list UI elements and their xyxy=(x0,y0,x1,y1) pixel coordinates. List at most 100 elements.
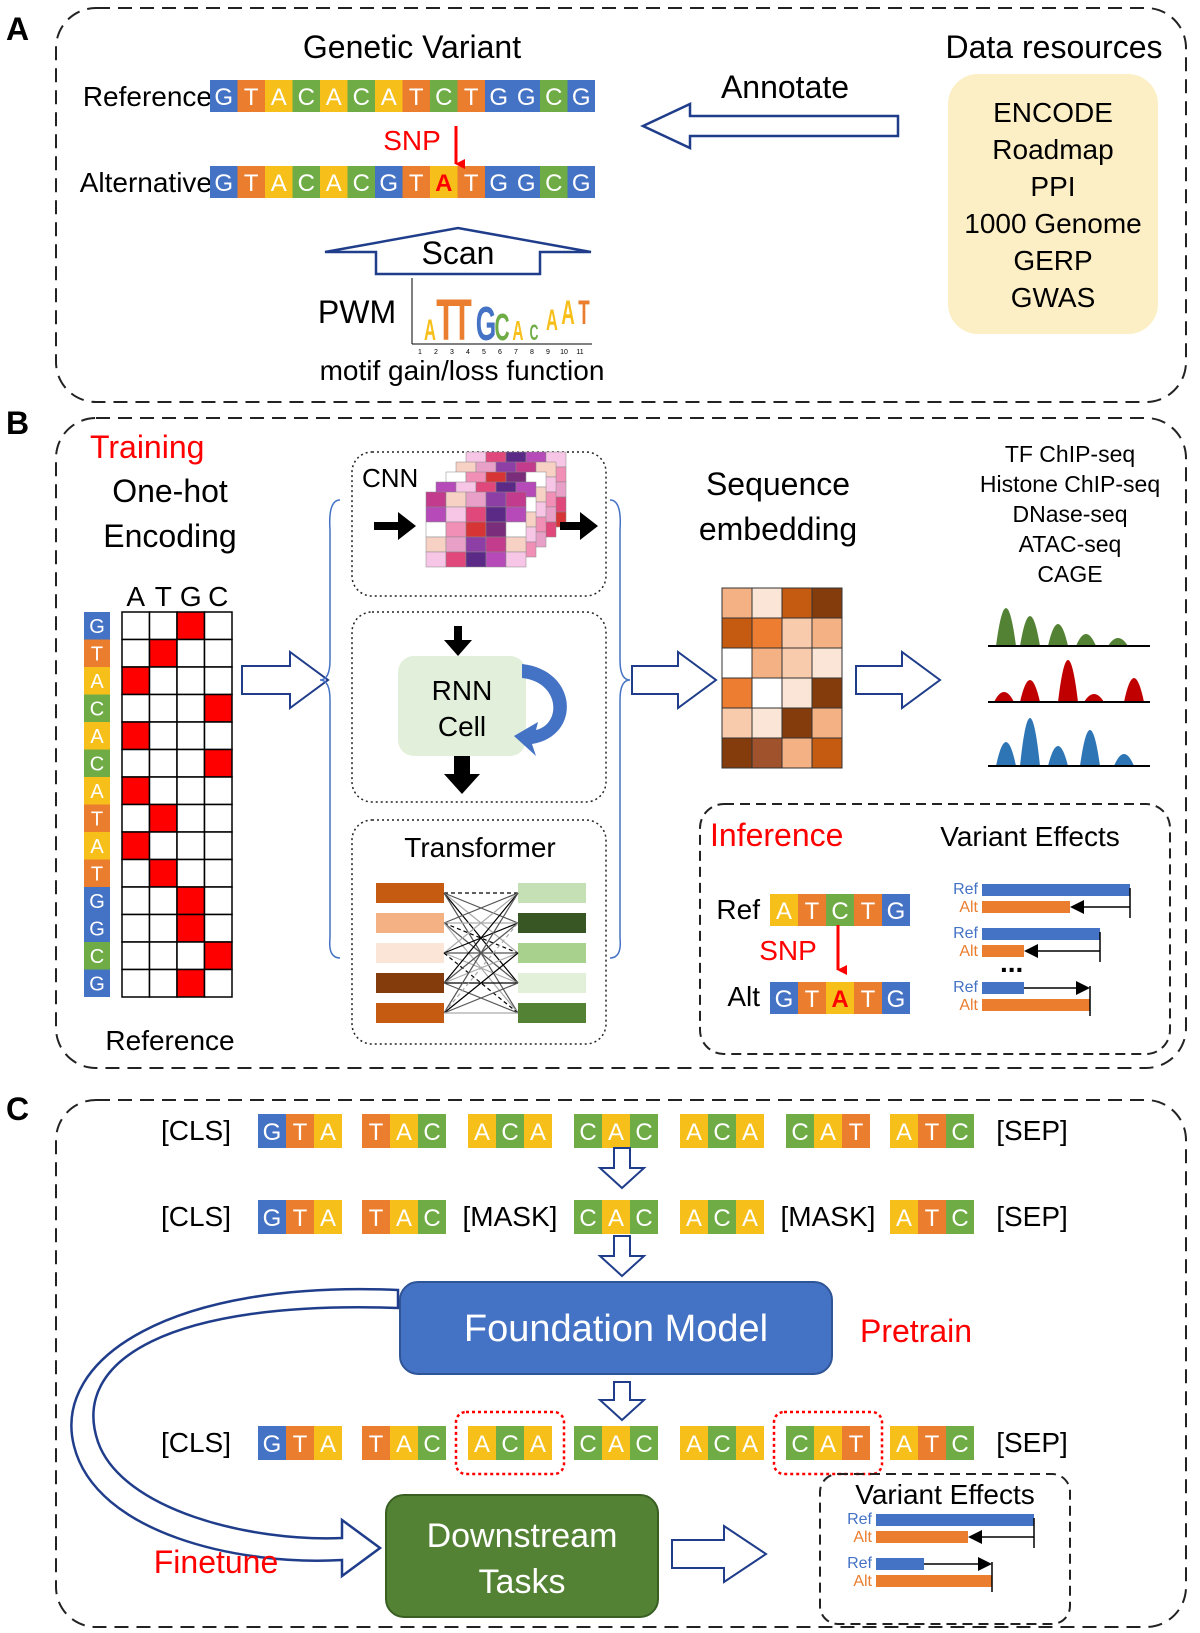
nucleotide-cell xyxy=(237,166,265,198)
onehot-cell xyxy=(121,611,151,641)
kmer-base-letter: G xyxy=(263,1205,282,1232)
sep-token: [SEP] xyxy=(996,1427,1068,1458)
onehot-cell xyxy=(176,611,206,641)
nucleotide-letter: C xyxy=(831,898,848,925)
models-to-embedding-arrow xyxy=(631,650,718,710)
kmer-base-letter: A xyxy=(896,1431,912,1458)
snp-label: SNP xyxy=(383,125,441,156)
cnn-input-arrow xyxy=(374,512,416,540)
onehot-cell xyxy=(148,941,178,971)
pwm-letter: A xyxy=(512,315,523,346)
onehot-cell xyxy=(148,721,178,751)
kmer-base-letter: A xyxy=(820,1119,836,1146)
embedding-cell xyxy=(751,677,783,709)
nucleotide-cell xyxy=(882,894,910,926)
kmer-base-cell xyxy=(362,1114,390,1148)
embedding-cell xyxy=(781,587,813,619)
ref-mini-label: Ref xyxy=(953,979,978,996)
kmer-base-cell xyxy=(314,1426,342,1460)
onehot-base-letter: A xyxy=(90,726,104,748)
onehot-cell xyxy=(121,803,151,833)
predicted-token-highlight xyxy=(772,1410,884,1476)
embedding-cell xyxy=(781,707,813,739)
resource-item: 1000 Genome xyxy=(964,208,1141,239)
nucleotide-letter: G xyxy=(214,170,233,197)
embedding-cell xyxy=(751,587,783,619)
nucleotide-cell xyxy=(854,982,882,1014)
pwm-tick-label: 2 xyxy=(434,349,438,356)
onehot-base-letter: G xyxy=(89,616,105,638)
cnn-cell xyxy=(505,536,527,553)
kmer-base-cell xyxy=(680,1114,708,1148)
nucleotide-letter: T xyxy=(805,898,820,925)
transformer-output-token xyxy=(518,883,586,903)
cnn-cell xyxy=(465,491,487,508)
nucleotide-letter: T xyxy=(244,170,259,197)
embedding-cell xyxy=(751,647,783,679)
nucleotide-letter: A xyxy=(381,84,397,111)
rnn-box xyxy=(351,611,607,803)
embedding-cell xyxy=(781,677,813,709)
onehot-base-letter: G xyxy=(89,974,105,996)
downstream-label-line1: Downstream xyxy=(427,1517,618,1555)
onehot-cell xyxy=(121,748,151,778)
kmer-base-cell xyxy=(814,1114,842,1148)
embedding-cell xyxy=(781,617,813,649)
onehot-base-letter: G xyxy=(89,919,105,941)
kmer-base-letter: T xyxy=(293,1431,308,1458)
resource-item: Roadmap xyxy=(992,134,1113,165)
effect-arrow-head xyxy=(978,1557,992,1571)
attention-link xyxy=(443,952,519,1014)
pwm-letter: A xyxy=(546,304,558,337)
kmer-base-cell xyxy=(418,1426,446,1460)
onehot-cell xyxy=(148,776,178,806)
inference-label: Inference xyxy=(710,817,843,853)
cnn-cell xyxy=(505,551,527,568)
kmer-base-cell xyxy=(918,1426,946,1460)
kmer-base-cell xyxy=(258,1114,286,1148)
kmer-base-cell xyxy=(524,1426,552,1460)
nucleotide-cell xyxy=(485,80,513,112)
cnn-cell xyxy=(505,506,527,523)
nucleotide-letter: A xyxy=(326,84,342,111)
onehot-cell xyxy=(203,941,233,971)
onehot-base-letter: A xyxy=(90,781,104,803)
nucleotide-cell xyxy=(798,982,826,1014)
kmer-base-letter: A xyxy=(686,1119,702,1146)
kmer-base-letter: A xyxy=(608,1119,624,1146)
kmer-base-letter: C xyxy=(579,1205,596,1232)
variant-effects-label-c: Variant Effects xyxy=(855,1479,1035,1510)
onehot-cell xyxy=(148,913,178,943)
ref-effect-bar xyxy=(982,928,1100,940)
onehot-cell xyxy=(176,941,206,971)
kmer-base-cell xyxy=(736,1114,764,1148)
signal-track-peaks xyxy=(990,608,1148,646)
alt-mini-label: Alt xyxy=(959,899,978,916)
kmer-base-letter: A xyxy=(530,1119,546,1146)
sep-token: [SEP] xyxy=(996,1201,1068,1232)
embedding-title-line1: Sequence xyxy=(706,466,850,502)
embedding-cell xyxy=(721,707,753,739)
alternative-label: Alternative xyxy=(80,167,212,198)
embedding-cell xyxy=(811,707,843,739)
pwm-letter: T xyxy=(452,288,472,352)
cnn-cell xyxy=(485,536,507,553)
motif-caption: motif gain/loss function xyxy=(320,355,605,386)
kmer-base-cell xyxy=(418,1200,446,1234)
nucleotide-letter: C xyxy=(353,84,370,111)
onehot-cell xyxy=(203,666,233,696)
kmer-base-cell xyxy=(496,1114,524,1148)
nucleotide-cell xyxy=(292,80,320,112)
predicted-token-highlight xyxy=(454,1410,566,1476)
kmer-base-cell xyxy=(946,1114,974,1148)
resource-item: GERP xyxy=(1013,245,1092,276)
kmer-base-letter: G xyxy=(263,1119,282,1146)
nucleotide-letter: C xyxy=(298,170,315,197)
mask-token: [MASK] xyxy=(463,1201,558,1232)
alt-effect-bar xyxy=(982,999,1090,1011)
kmer-base-cell xyxy=(574,1426,602,1460)
signal-track-peaks xyxy=(990,718,1148,766)
effect-arrow-head xyxy=(1070,900,1084,914)
